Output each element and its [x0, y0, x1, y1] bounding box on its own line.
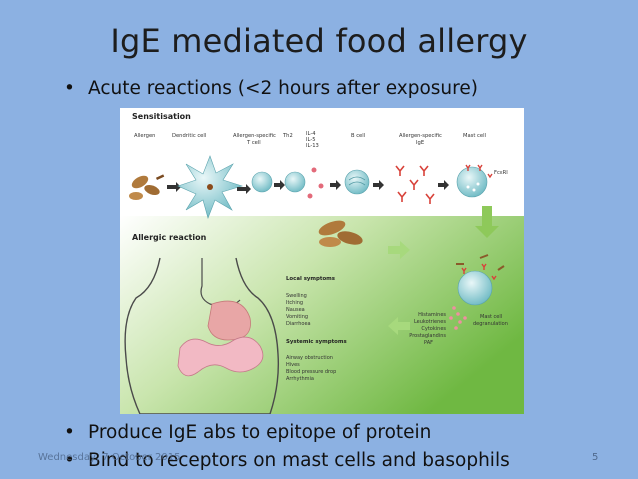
- mediator-leukotrienes: Leukotrienes: [414, 319, 446, 325]
- label-il13: IL-13: [306, 143, 319, 149]
- slide-title: IgE mediated food allergy: [110, 22, 528, 60]
- label-allergen-t-cell-2: T cell: [246, 140, 261, 146]
- cytokine-icon: [307, 167, 324, 199]
- systemic-symptom-hives: Hives: [286, 362, 300, 368]
- label-mast-cell: Mast cell: [463, 133, 486, 139]
- local-symptom-itching: Itching: [286, 300, 303, 306]
- bullet-glyph: •: [64, 78, 75, 99]
- mediator-prostaglandins: Prostaglandins: [409, 333, 446, 339]
- left-arrow-icon: [388, 317, 410, 335]
- activated-mast-cell-icon: [457, 270, 493, 306]
- ige-antibody-icon: [395, 165, 435, 204]
- bullet-glyph: •: [64, 450, 75, 471]
- degranulation-label-2: degranulation: [473, 321, 508, 327]
- systemic-symptom-arrhythmia: Arrhythmia: [286, 376, 314, 382]
- local-symptom-vomiting: Vomiting: [286, 314, 308, 320]
- t-cell-icon: [251, 171, 273, 193]
- sensitisation-title: Sensitisation: [132, 112, 191, 121]
- label-allergen-ige-1: Allergen-specific: [399, 133, 442, 139]
- bullet-produce-ige: • Produce IgE abs to epitope of protein: [64, 422, 431, 443]
- label-allergen: Allergen: [134, 133, 155, 139]
- stomach-icon: [207, 300, 251, 341]
- arrow-icon: [274, 180, 285, 190]
- bullet-text: Acute reactions (<2 hours after exposure…: [88, 78, 478, 99]
- mast-cell-icon: [456, 166, 488, 198]
- slide-number: 5: [592, 452, 599, 463]
- local-symptoms-title: Local symptoms: [286, 276, 335, 282]
- degranulation-label-1: Mast cell: [480, 314, 502, 320]
- bullet-text: Bind to receptors on mast cells and baso…: [88, 450, 510, 471]
- label-il4: IL-4: [306, 131, 316, 137]
- label-fceri: FcεRI: [494, 170, 508, 176]
- systemic-symptoms-title: Systemic symptoms: [286, 339, 347, 345]
- th2-cell-icon: [284, 171, 306, 193]
- body-silhouette-icon: [124, 257, 280, 414]
- allergy-diagram-svg: Sensitisation Allergen Dendritic cell Al…: [120, 112, 524, 414]
- footer-date: Wednesday, 7 October 2015: [38, 452, 181, 463]
- allergy-diagram: Sensitisation Allergen Dendritic cell Al…: [120, 108, 524, 414]
- allergic-reaction-title: Allergic reaction: [132, 233, 207, 242]
- local-symptom-nausea: Nausea: [286, 307, 305, 313]
- allergic-reaction-panel: [120, 216, 524, 414]
- label-dendritic-cell: Dendritic cell: [172, 133, 206, 139]
- peanut-cluster-icon: [318, 220, 363, 247]
- mediator-cytokines: Cytokines: [421, 326, 446, 332]
- label-allergen-t-cell-1: Allergen-specific: [233, 133, 276, 139]
- peanut-icon: [129, 174, 165, 200]
- down-arrow-icon: [475, 206, 499, 238]
- bullet-bind-receptors: • Bind to receptors on mast cells and bas…: [64, 450, 510, 471]
- bullet-glyph: •: [64, 422, 75, 443]
- arrow-icon: [330, 180, 341, 190]
- label-allergen-ige-2: IgE: [416, 140, 424, 146]
- systemic-symptom-bp-drop: Blood pressure drop: [286, 369, 336, 375]
- label-b-cell: B cell: [351, 133, 365, 139]
- mediator-histamines: Histamines: [418, 312, 446, 318]
- antigen-dot-icon: [207, 184, 213, 190]
- right-arrow-icon: [388, 241, 410, 259]
- local-symptom-swelling: Swelling: [286, 293, 307, 299]
- arrow-icon: [237, 184, 251, 194]
- systemic-symptom-airway: Airway obstruction: [286, 355, 333, 361]
- bullet-acute-reactions: • Acute reactions (<2 hours after exposur…: [64, 78, 478, 99]
- arrow-icon: [167, 182, 181, 192]
- label-il5: IL-5: [306, 137, 316, 143]
- mediator-paf: PAF: [424, 340, 433, 346]
- arrow-icon: [373, 180, 384, 190]
- intestine-icon: [177, 336, 264, 377]
- label-th2: Th2: [282, 133, 293, 139]
- bullet-text: Produce IgE abs to epitope of protein: [88, 422, 432, 443]
- granule-icon: [449, 306, 467, 330]
- local-symptom-diarrhoea: Diarrhoea: [286, 321, 311, 327]
- arrow-icon: [438, 180, 449, 190]
